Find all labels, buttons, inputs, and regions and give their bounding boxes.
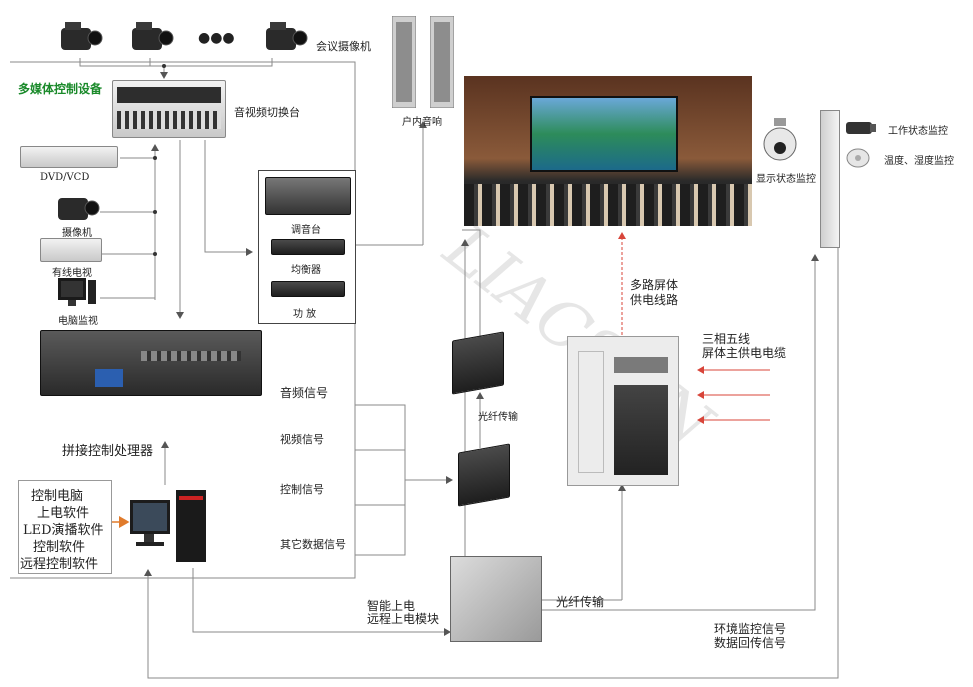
- env-signal-label-1: 环境监控信号: [714, 622, 787, 636]
- control-pc-line-2: 上电软件: [37, 506, 90, 521]
- conference-hall-image: [464, 76, 752, 226]
- monitor-icon: [58, 278, 96, 306]
- led-screen: [530, 96, 678, 172]
- camera-ellipsis: ●●●: [198, 30, 235, 46]
- ptz-camera-icon: [763, 118, 797, 161]
- camera-device: [52, 190, 100, 226]
- main-cable-label-1: 三相五线: [702, 332, 751, 346]
- fiber-transmit-label-1: 光纤传输: [478, 412, 518, 423]
- splice-processor-device: [40, 330, 262, 396]
- multi-power-label-2: 供电线路: [630, 293, 679, 307]
- av-switcher-label: 音视频切换台: [234, 106, 300, 119]
- fiber-transceiver-top: [452, 331, 504, 395]
- sensor-icon: [846, 148, 870, 168]
- equalizer-label: 均衡器: [291, 265, 321, 276]
- cctv-camera: [844, 118, 878, 138]
- av-switcher: [112, 80, 226, 138]
- speaker-icon: [429, 15, 455, 109]
- meeting-camera-2: [126, 20, 174, 56]
- control-pc-line-5: 远程控制软件: [20, 557, 99, 572]
- camera-label: 摄像机: [62, 228, 92, 239]
- indoor-speaker-label: 户内音响: [402, 117, 442, 128]
- control-pc-list: 控制电脑 上电软件 LED演播软件 控制软件 远程控制软件: [18, 480, 112, 574]
- meeting-camera-3: [260, 20, 308, 56]
- smart-power-label-2: 远程上电模块: [367, 612, 440, 626]
- monitor-panel: [820, 110, 840, 248]
- video-camera-icon: [266, 22, 308, 50]
- fiber-transceiver-bottom: [458, 443, 510, 507]
- mixer-label: 调音台: [291, 225, 321, 236]
- meeting-camera-label: 会议摄像机: [316, 40, 371, 53]
- pc-monitor-small: [58, 278, 98, 308]
- splice-processor-label: 拼接控制处理器: [62, 444, 154, 459]
- video-signal-label: 视频信号: [280, 433, 324, 446]
- control-pc-line-1: 控制电脑: [31, 489, 84, 504]
- cctv-camera-icon: [846, 122, 876, 134]
- cable-tv-label: 有线电视: [52, 268, 92, 279]
- temp-humidity-label: 温度、湿度监控: [884, 156, 954, 167]
- multimedia-control-title: 多媒体控制设备: [18, 82, 103, 96]
- audio-rack-frame: 调音台 均衡器 功 放: [258, 170, 356, 324]
- indoor-speaker-right: [429, 15, 455, 109]
- video-camera-icon: [61, 22, 103, 50]
- smart-power-module: [450, 556, 542, 642]
- equalizer-device: [271, 239, 345, 255]
- pc-tower-icon: [130, 490, 206, 562]
- cable-tv-box: [40, 238, 102, 262]
- video-camera-icon: [58, 198, 100, 220]
- control-signal-label: 控制信号: [280, 483, 324, 496]
- meeting-camera-1: [55, 20, 103, 56]
- main-cable-label-2: 屏体主供电电缆: [702, 346, 787, 360]
- env-signal-label-2: 数据回传信号: [714, 636, 787, 650]
- ptz-camera: [760, 118, 800, 164]
- video-camera-icon: [132, 22, 174, 50]
- work-monitor-label: 工作状态监控: [888, 126, 948, 137]
- control-pc: [130, 488, 210, 564]
- dvd-label: DVD/VCD: [40, 172, 90, 183]
- control-pc-line-3: LED演播软件: [23, 523, 104, 538]
- smart-power-label-1: 智能上电: [367, 599, 416, 613]
- power-cabinet: [567, 336, 679, 486]
- control-pc-line-4: 控制软件: [33, 540, 86, 555]
- audio-signal-label: 音频信号: [280, 386, 329, 400]
- pc-monitor-label: 电脑监视: [58, 316, 98, 327]
- other-data-label: 其它数据信号: [280, 538, 346, 551]
- multi-power-label-1: 多路屏体: [630, 278, 679, 292]
- mixer-device: [265, 177, 351, 215]
- display-monitor-label: 显示状态监控: [756, 174, 816, 185]
- speaker-icon: [391, 15, 417, 109]
- indoor-speaker-left: [391, 15, 417, 109]
- dvd-player: [20, 146, 118, 168]
- fiber-transmit-label-2: 光纤传输: [556, 595, 605, 609]
- amplifier-label: 功 放: [293, 309, 317, 320]
- sensor: [846, 148, 870, 168]
- amplifier-device: [271, 281, 345, 297]
